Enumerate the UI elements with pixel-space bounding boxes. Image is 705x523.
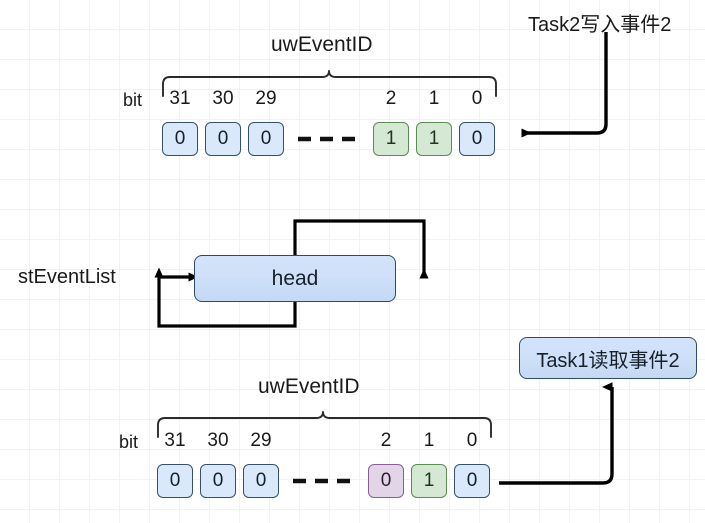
bottom-bit-cell-2[interactable]: 0 bbox=[368, 464, 404, 498]
bottom-bit-label-30: 30 bbox=[207, 430, 229, 451]
task2-write-annotation: Task2写入事件2 bbox=[528, 14, 672, 36]
bottom-bit-cell-31[interactable]: 0 bbox=[157, 464, 193, 498]
bottom-bit-label-29: 29 bbox=[250, 430, 272, 451]
top-bit-label-0: 0 bbox=[471, 88, 483, 109]
top-bit-cell-29[interactable]: 0 bbox=[248, 122, 284, 156]
top-bit-cell-1[interactable]: 1 bbox=[416, 122, 452, 156]
bottom-bit-label-0: 0 bbox=[466, 430, 478, 451]
top-bit-cell-31[interactable]: 0 bbox=[162, 122, 198, 156]
top-bit-cell-0[interactable]: 0 bbox=[459, 122, 495, 156]
bottom-bit-prefix-label: bit bbox=[119, 432, 139, 452]
top-bit-cell-30[interactable]: 0 bbox=[205, 122, 241, 156]
task1-read-arrow bbox=[499, 382, 614, 485]
top-bit-prefix-label: bit bbox=[123, 90, 143, 110]
bottom-bit-cell-0[interactable]: 0 bbox=[454, 464, 490, 498]
bottom-bit-label-1: 1 bbox=[423, 430, 435, 451]
bottom-bit-label-31: 31 bbox=[164, 430, 186, 451]
top-bit-label-2: 2 bbox=[385, 88, 397, 109]
top-bit-cell-2[interactable]: 1 bbox=[373, 122, 409, 156]
top-bit-label-1: 1 bbox=[428, 88, 440, 109]
top-bit-label-29: 29 bbox=[255, 88, 277, 109]
task2-write-arrow bbox=[521, 32, 608, 138]
task1-read-box[interactable]: Task1读取事件2 bbox=[519, 337, 697, 379]
bottom-bit-cell-30[interactable]: 0 bbox=[200, 464, 236, 498]
head-node-box[interactable]: head bbox=[194, 255, 396, 302]
bottom-bit-cell-1[interactable]: 1 bbox=[411, 464, 447, 498]
top-bit-label-30: 30 bbox=[212, 88, 234, 109]
top-bit-label-31: 31 bbox=[169, 88, 191, 109]
steventlist-label: stEventList bbox=[18, 266, 116, 288]
bottom-bit-label-2: 2 bbox=[380, 430, 392, 451]
bottom-brace-label: uwEventID bbox=[258, 375, 360, 398]
top-brace-label: uwEventID bbox=[271, 33, 373, 56]
bottom-bit-cell-29[interactable]: 0 bbox=[243, 464, 279, 498]
